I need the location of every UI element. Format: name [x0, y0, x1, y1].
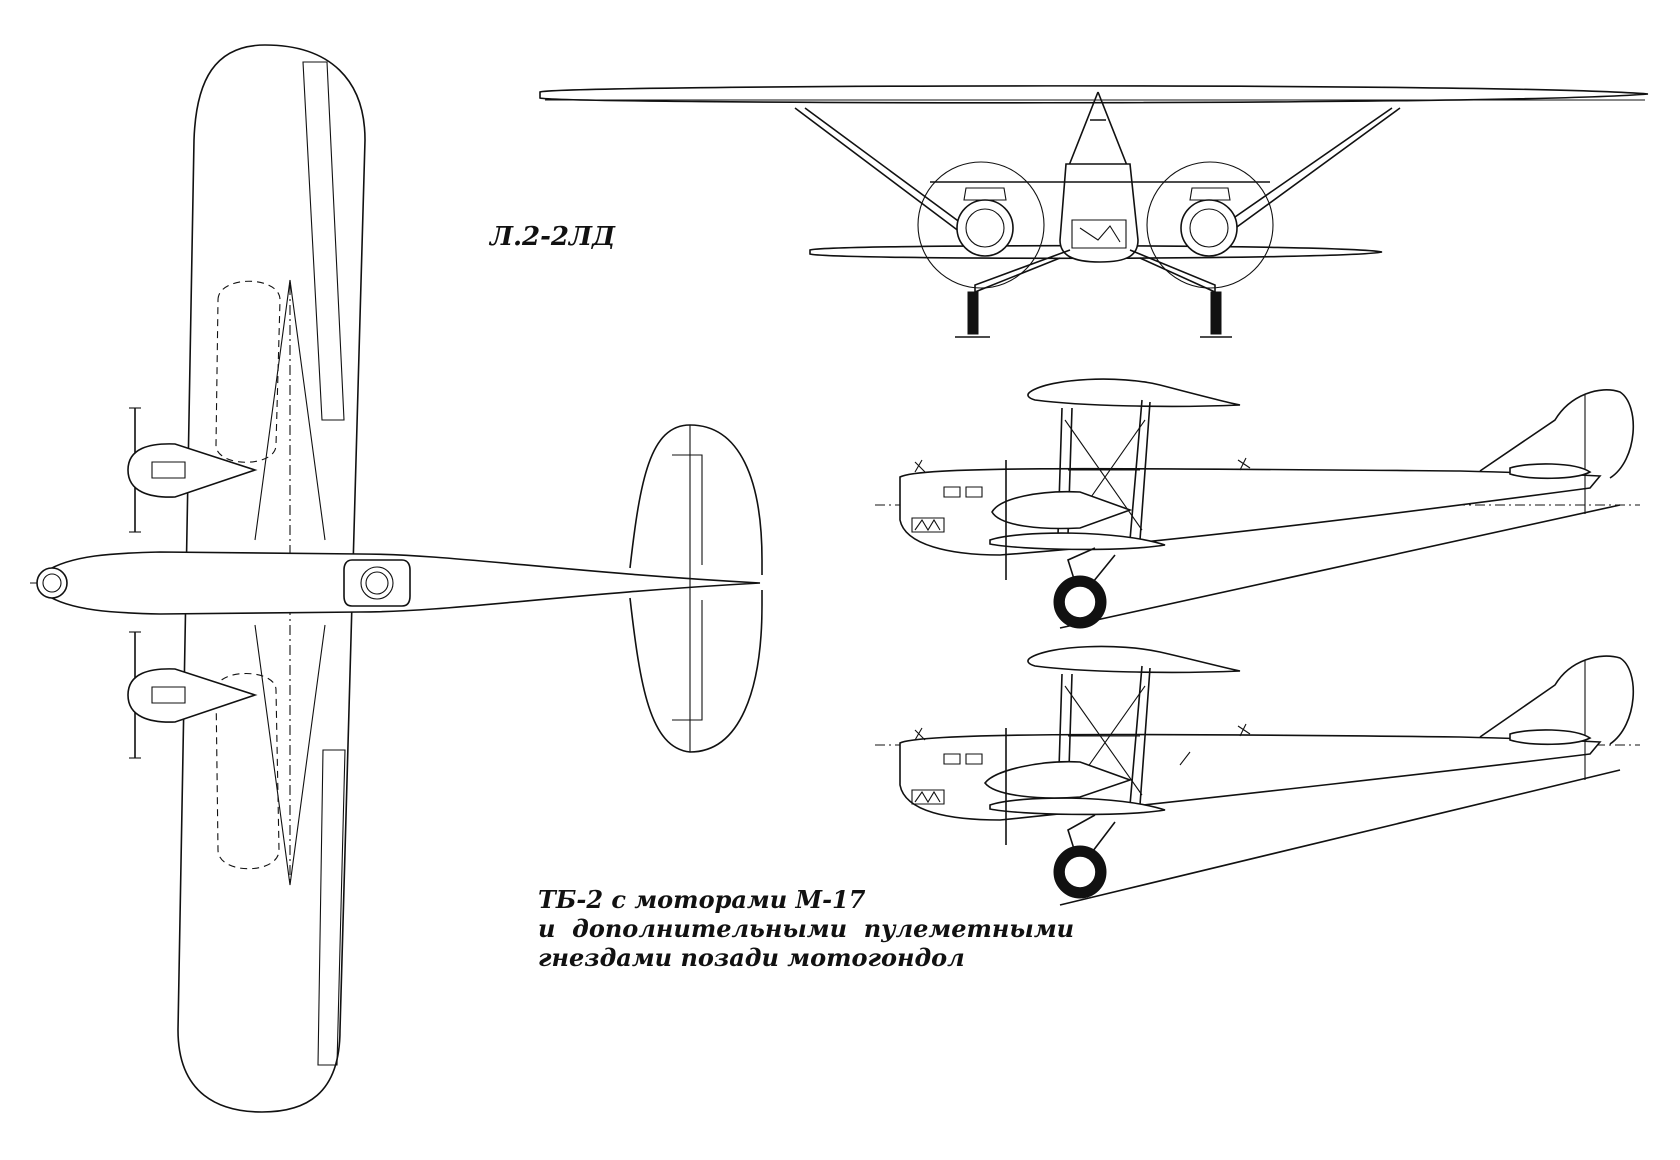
plan-view-nose-turret	[36, 567, 68, 599]
side-view-lower	[875, 645, 1640, 906]
variant-label: Л.2-2ЛД	[490, 222, 616, 252]
side-view-upper-fin	[1479, 389, 1635, 479]
front-view-engine-left	[917, 161, 1045, 289]
front-view-cabane	[1067, 91, 1129, 169]
front-view-struts	[794, 107, 1401, 233]
front-view-engine-right	[1146, 161, 1274, 289]
plan-view	[30, 44, 763, 1113]
plan-view-wing	[177, 44, 366, 1113]
side-view-upper-wing	[1027, 378, 1241, 408]
plan-view-brace-upper	[254, 279, 326, 541]
front-view-lower-wing	[809, 244, 1383, 260]
plan-view-aileron-upper	[302, 61, 345, 421]
caption-line-3: гнездами позади мотогондол	[538, 943, 965, 972]
side-view-lower-wing	[1027, 645, 1241, 674]
side-view-lower-fin	[1479, 655, 1635, 745]
front-view-upper-wing	[539, 85, 1649, 104]
plan-view-tank-upper	[215, 280, 281, 463]
plan-view-aileron-lower	[317, 749, 346, 1066]
side-view-upper-nacelle	[991, 490, 1133, 530]
drawing-caption: ТБ-2 с моторами М-17 и дополнительными п…	[538, 885, 1074, 972]
front-view-fuselage	[1059, 163, 1139, 263]
caption-line-1: ТБ-2 с моторами М-17	[538, 885, 866, 914]
side-view-upper	[875, 378, 1640, 629]
caption-line-2: и дополнительными пулеметными	[538, 914, 1075, 943]
plan-view-engine-lower	[127, 631, 258, 759]
plan-view-dorsal-turret	[343, 559, 411, 607]
plan-view-brace-lower	[254, 624, 326, 886]
front-view-landing-gear	[955, 249, 1232, 338]
plan-view-engine-upper	[127, 407, 258, 533]
front-view	[539, 85, 1649, 338]
